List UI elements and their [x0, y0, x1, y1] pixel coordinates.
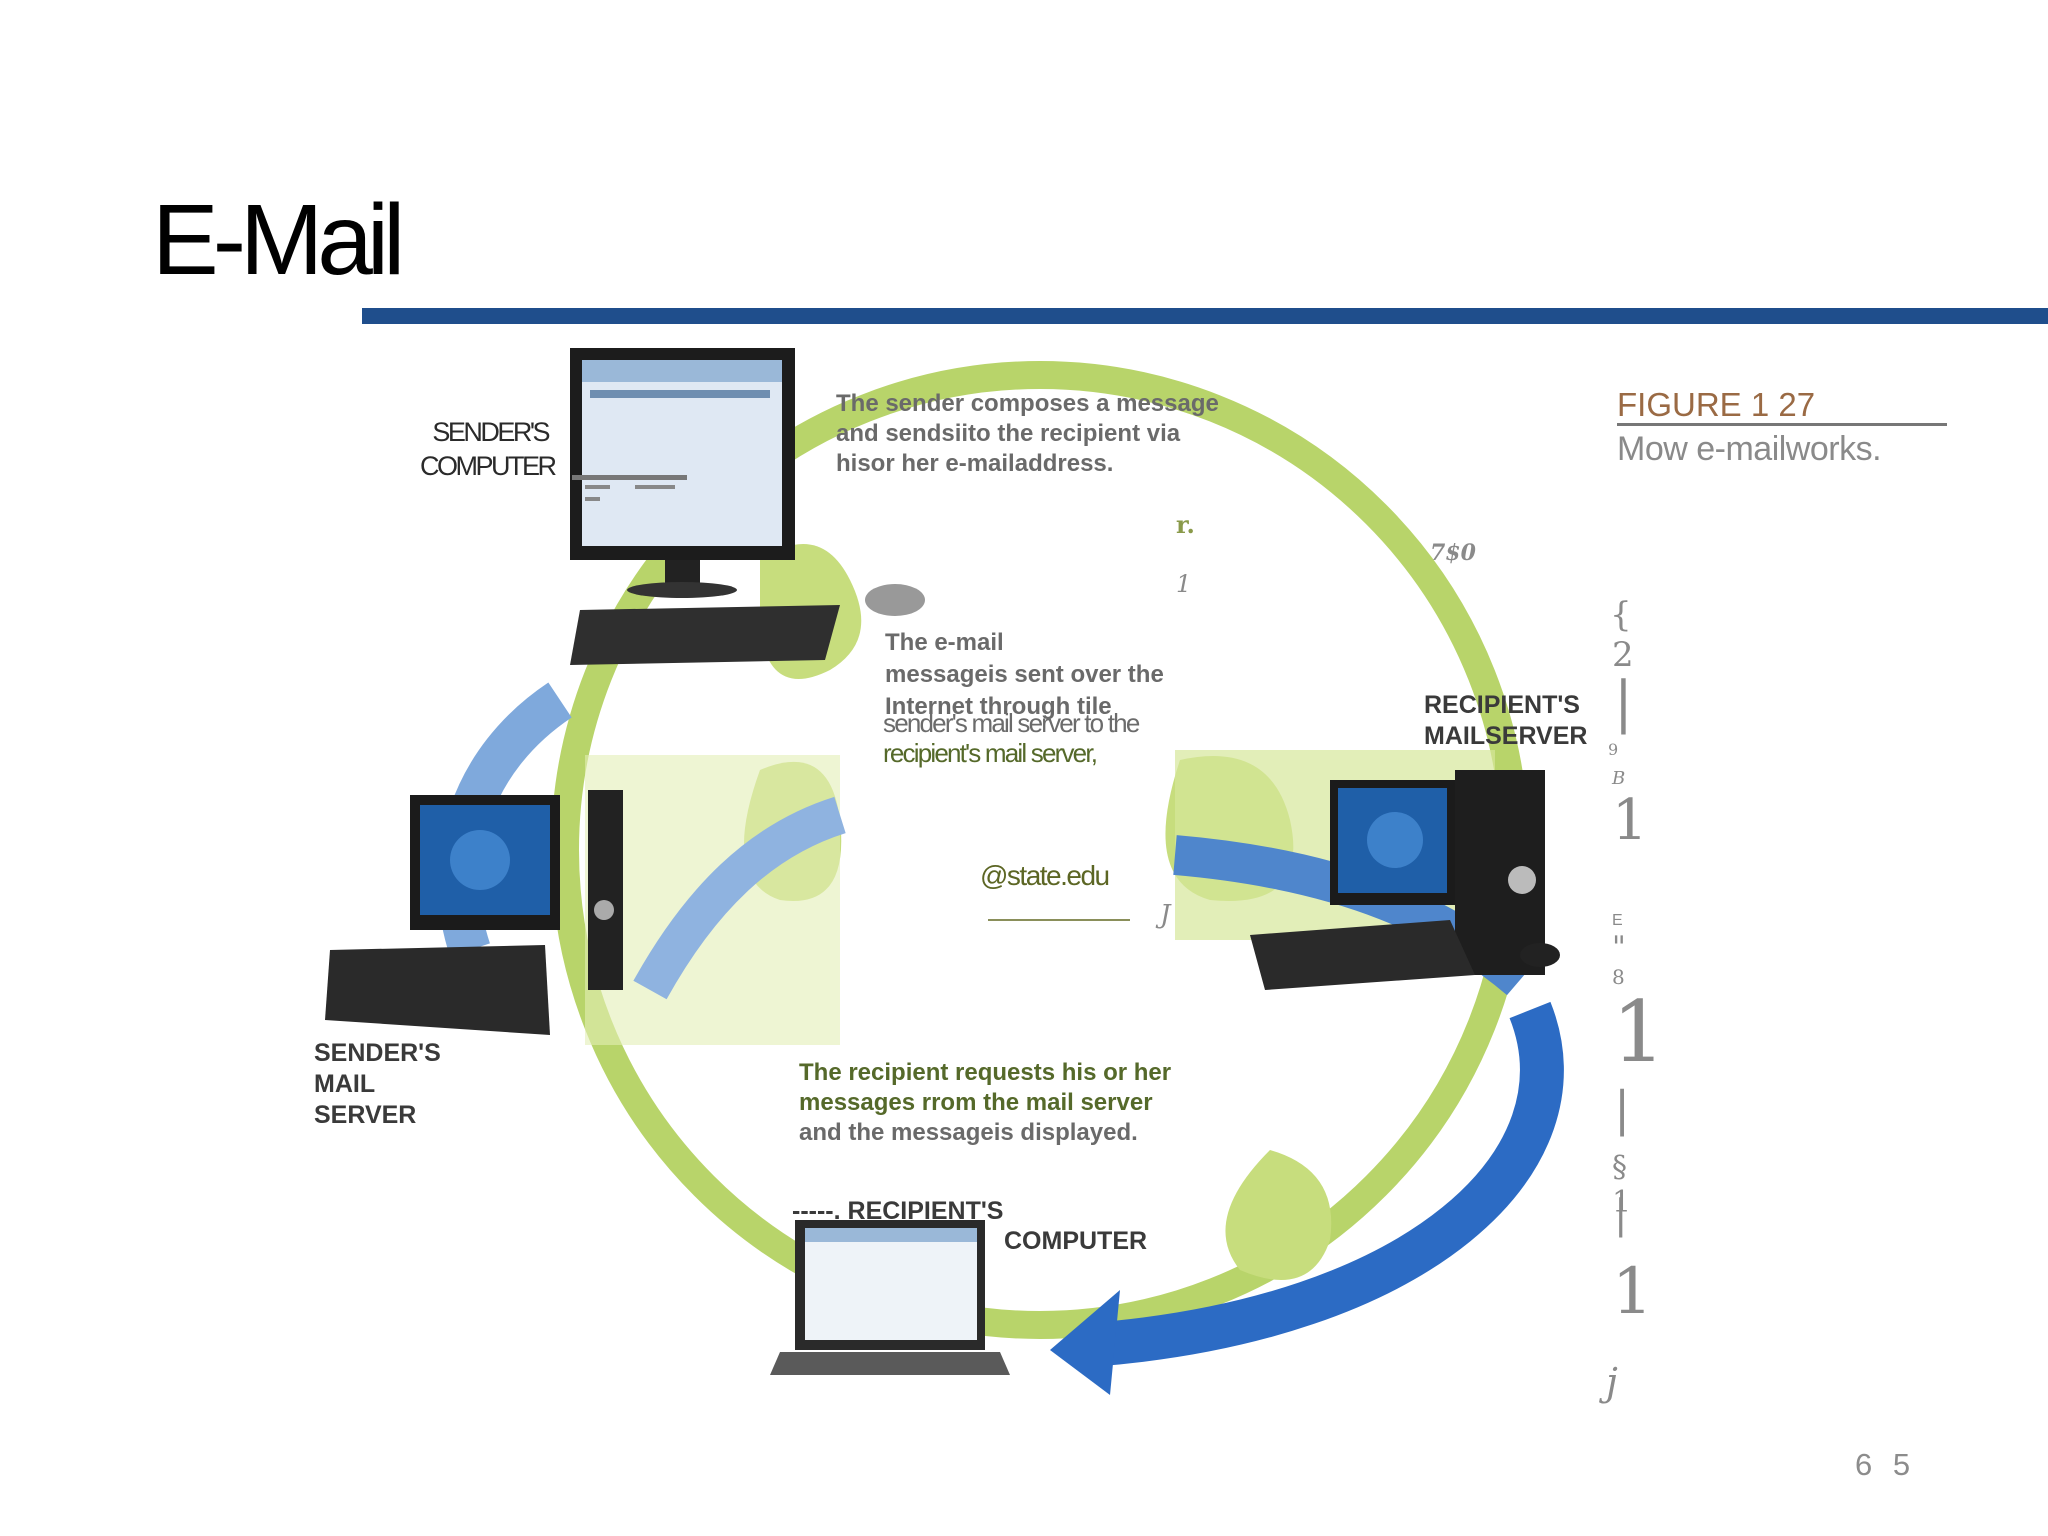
stray-mark: j: [1606, 1360, 1618, 1404]
stray-mark: 1: [1612, 1255, 1653, 1329]
stray-mark: B: [1612, 768, 1626, 789]
recipients-mail-server-illustration: [1250, 770, 1560, 990]
figure-title: FIGURE 1 27: [1617, 386, 1816, 423]
senders-computer-illustration: [570, 348, 925, 665]
senders-mail-server-illustration: [325, 790, 623, 1035]
slide-title: E-Mail: [152, 184, 405, 296]
figure-subtitle: Mow e-mailworks.: [1617, 430, 1882, 468]
stray-mark: |: [1614, 670, 1633, 735]
stray-mark: 1: [1176, 570, 1192, 598]
stray-mark: |: [1614, 1081, 1631, 1137]
senders-mail-server-label: SENDER'S MAIL SERVER: [314, 1039, 441, 1129]
step1-caption: The sender composes a message and sendsi…: [836, 390, 1219, 477]
stray-mark: 7$0: [1430, 540, 1476, 566]
stray-mark: E: [1612, 912, 1623, 929]
step2-caption: The e-mail messageis sent over the Inter…: [885, 629, 1164, 720]
page-number: 6 5: [1855, 1447, 1917, 1482]
stray-mark: 1: [1612, 788, 1648, 853]
recipients-computer-label-line1: -----. RECIPIENT'S: [792, 1197, 1004, 1225]
arrow-internet-left: [633, 796, 846, 1000]
recipients-computer-illustration: [770, 1220, 1010, 1375]
arrow-head: [1050, 1290, 1120, 1395]
stray-mark: |: [1614, 1192, 1628, 1238]
stray-mark: §: [1612, 1150, 1627, 1185]
recipients-mail-server-label: RECIPIENT'S MAILSERVER: [1424, 691, 1588, 750]
step2-caption-continued: sender's mail server to the recipient's …: [883, 708, 1140, 768]
stray-mark: 1: [1612, 1185, 1632, 1220]
stray-mark: r.: [1176, 510, 1195, 539]
step3-caption: The recipient requests his or her messag…: [799, 1059, 1172, 1146]
stray-mark: 8: [1612, 965, 1625, 989]
figure-title-rule: [1617, 423, 1947, 426]
senders-computer-label: SENDER'S COMPUTER: [420, 417, 557, 481]
stray-mark: J: [1160, 900, 1171, 930]
title-rule: [362, 308, 2048, 324]
stray-mark: {: [1610, 595, 1632, 635]
stray-mark: ": [1612, 930, 1626, 965]
stray-mark: 9: [1608, 740, 1619, 759]
email-address: @state.edu: [980, 860, 1110, 891]
stray-mark: 1: [1612, 983, 1666, 1081]
recipients-computer-label-line2: COMPUTER: [1004, 1227, 1148, 1255]
stray-mark: 2: [1612, 635, 1634, 675]
arrow-deliver: [1088, 1001, 1564, 1367]
